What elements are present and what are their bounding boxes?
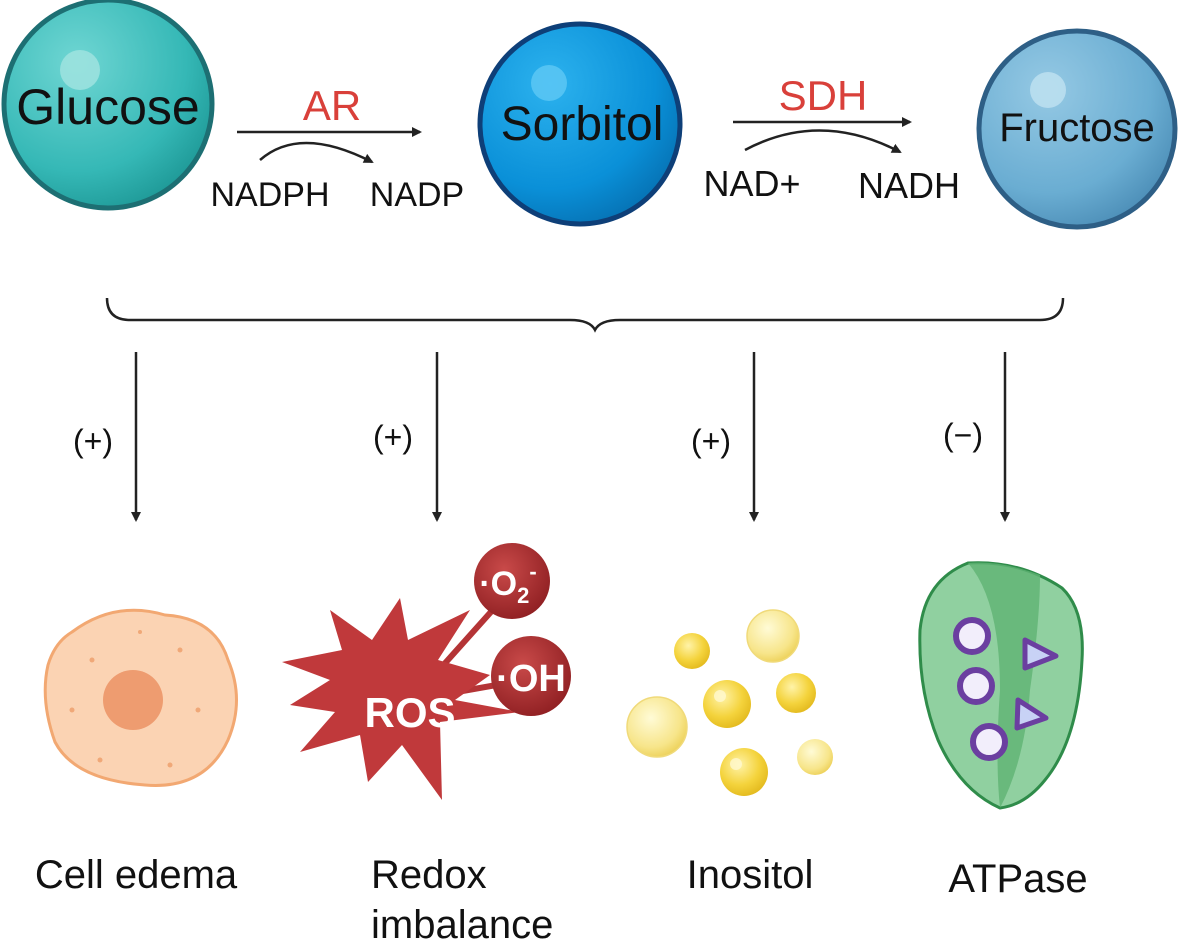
effect-label-atpase: ATPase [948, 857, 1087, 901]
ros-burst-icon: ROS ·O2- ·OH [282, 543, 571, 800]
nadp-label: NADP [370, 176, 464, 214]
inositol-droplets-icon [626, 609, 833, 796]
effect-label-cell-edema: Cell edema [35, 853, 238, 897]
enzyme-sdh-label: SDH [779, 72, 868, 119]
grouping-brace [105, 297, 1065, 333]
sorbitol-label: Sorbitol [501, 98, 664, 151]
effect-arrow-3: (+) [691, 352, 759, 522]
effect-label-redox-line2: imbalance [371, 903, 553, 946]
swollen-cell-icon [43, 608, 238, 787]
superoxide-label: ·O2- [479, 559, 536, 608]
ros-label: ROS [364, 689, 455, 736]
effect-arrow-2: (+) [373, 352, 442, 522]
atpase-membrane-icon [918, 561, 1084, 810]
effect-sign-4: (−) [943, 417, 983, 453]
nad-plus-label: NAD+ [703, 163, 800, 204]
effect-label-redox-line1: Redox [371, 853, 487, 897]
effect-label-inositol: Inositol [687, 853, 814, 897]
glucose-label: Glucose [16, 79, 199, 135]
glucose-node: Glucose [1, 0, 215, 211]
effect-sign-1: (+) [73, 423, 113, 459]
nadh-label: NADH [858, 165, 960, 206]
effect-arrow-4: (−) [943, 352, 1010, 522]
fructose-node: Fructose [976, 28, 1178, 230]
effect-sign-3: (+) [691, 423, 731, 459]
fructose-label: Fructose [999, 106, 1155, 150]
nadph-label: NADPH [210, 176, 329, 214]
effect-sign-2: (+) [373, 419, 413, 455]
reaction-ar: AR NADPH NADP [210, 82, 464, 214]
sorbitol-node: Sorbitol [477, 21, 683, 227]
enzyme-ar-label: AR [303, 82, 361, 129]
hydroxyl-label: ·OH [496, 658, 566, 700]
effect-arrow-1: (+) [73, 352, 141, 522]
reaction-sdh: SDH NAD+ NADH [703, 72, 960, 206]
